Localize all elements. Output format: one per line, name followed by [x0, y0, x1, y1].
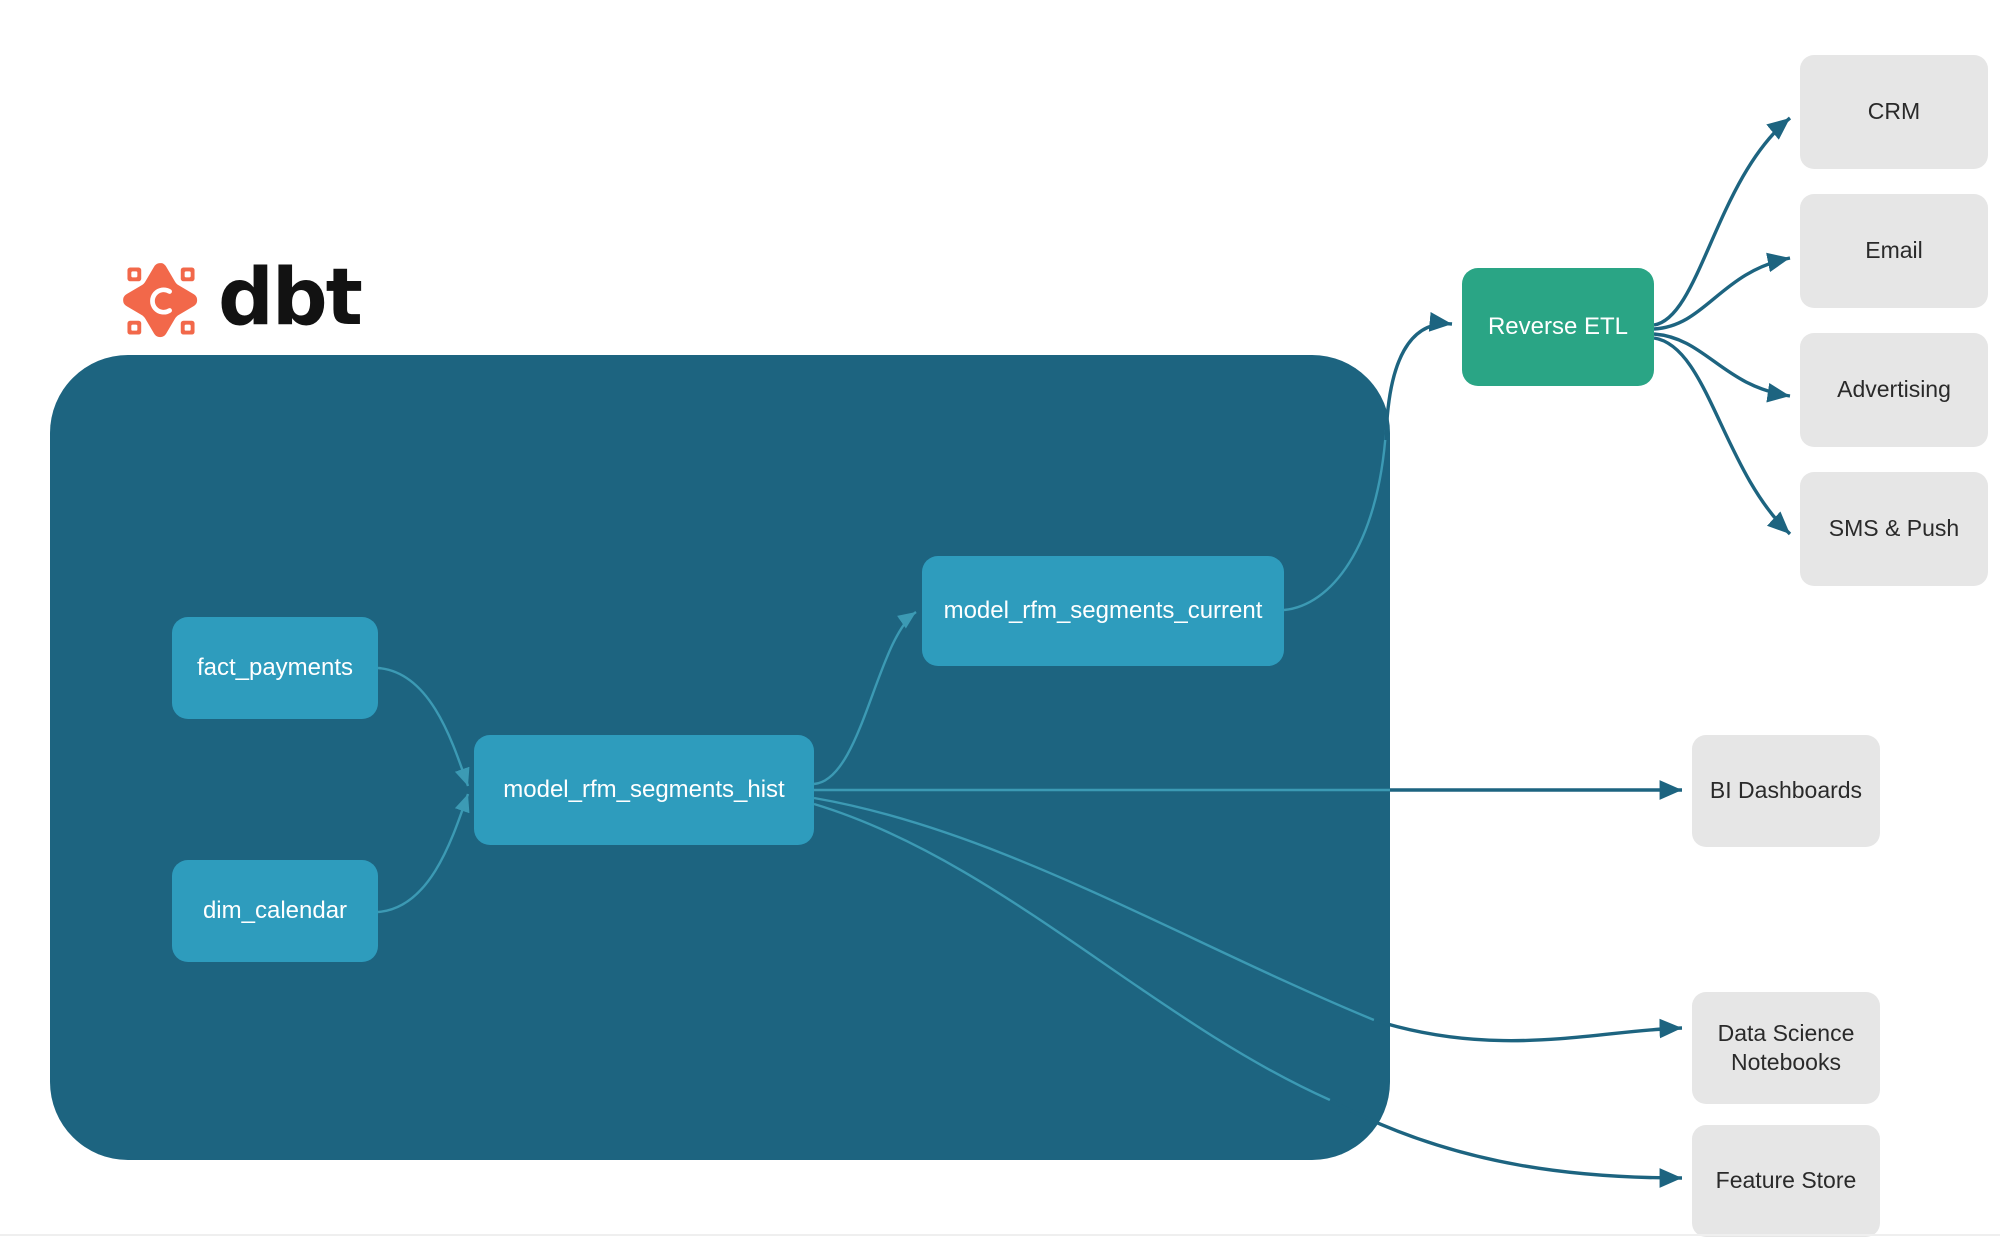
destination-node-email[interactable]: Email [1800, 194, 1988, 308]
destination-node-data-science-notebooks[interactable]: Data Science Notebooks [1692, 992, 1880, 1104]
destination-label-line-2: Notebooks [1731, 1049, 1841, 1075]
edge-to-reverse-etl [1384, 312, 1453, 441]
model-node-fact-payments[interactable]: fact_payments [172, 617, 378, 719]
destination-label: Email [1865, 237, 1923, 264]
reverse-etl-node[interactable]: Reverse ETL [1462, 268, 1654, 386]
slide-boundary-rule [0, 1234, 2000, 1236]
destination-label: SMS & Push [1828, 515, 1960, 542]
destination-label: Advertising [1837, 376, 1951, 403]
edge-etl-to-sms-push [1653, 336, 1792, 536]
destination-node-crm[interactable]: CRM [1800, 55, 1988, 169]
destination-node-advertising[interactable]: Advertising [1800, 333, 1988, 447]
edge-etl-to-advertising [1653, 332, 1791, 403]
destination-label: BI Dashboards [1709, 777, 1863, 804]
model-node-rfm-segments-current[interactable]: model_rfm_segments_current [922, 556, 1284, 666]
dbt-logo: dbt [118, 252, 363, 344]
edge-etl-to-crm [1653, 116, 1792, 327]
model-node-label: model_rfm_segments_hist [503, 776, 785, 803]
edge-etl-to-email [1653, 252, 1791, 331]
destination-node-sms-push[interactable]: SMS & Push [1800, 472, 1988, 586]
model-node-rfm-segments-hist[interactable]: model_rfm_segments_hist [474, 735, 814, 845]
destination-label: CRM [1867, 98, 1921, 125]
model-node-label: dim_calendar [202, 897, 348, 924]
reverse-etl-label: Reverse ETL [1487, 313, 1629, 340]
destination-label: Feature Store [1715, 1167, 1857, 1194]
dbt-wordmark: dbt [218, 252, 363, 343]
destination-node-feature-store[interactable]: Feature Store [1692, 1125, 1880, 1237]
model-node-label: fact_payments [196, 654, 354, 681]
destination-node-bi-dashboards[interactable]: BI Dashboards [1692, 735, 1880, 847]
model-node-dim-calendar[interactable]: dim_calendar [172, 860, 378, 962]
destination-label-line-1: Data Science [1717, 1019, 1855, 1046]
dbt-logo-icon [123, 263, 198, 338]
model-node-label: model_rfm_segments_current [943, 597, 1263, 624]
edge-to-data-science-notebooks [1373, 1018, 1683, 1043]
